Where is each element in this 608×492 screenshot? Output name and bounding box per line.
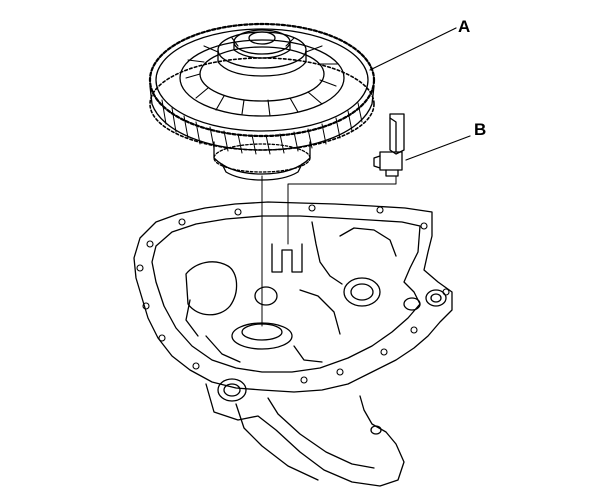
- gear-teeth-hatching: [161, 99, 363, 155]
- final-driven-gear: [148, 22, 376, 181]
- callout-a-label: A: [458, 17, 471, 36]
- callout-b-label: B: [474, 120, 487, 139]
- assembly-guide-lines: [261, 175, 397, 327]
- callout-leaders: [369, 27, 471, 161]
- speed-sensor: [373, 113, 405, 177]
- transmission-housing: [133, 201, 453, 487]
- bolt-holes: [136, 204, 450, 384]
